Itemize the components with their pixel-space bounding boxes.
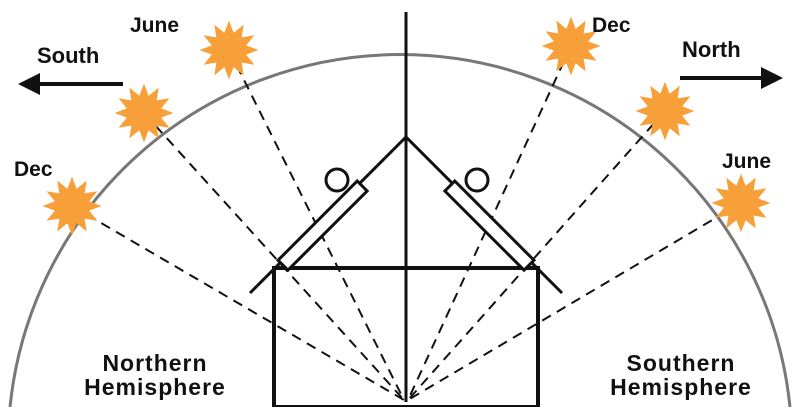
southern-hemisphere-line1: Southern [627, 350, 736, 376]
suns [42, 16, 771, 236]
house-walls [272, 266, 540, 407]
sun-right-dec sun-icon [541, 16, 601, 76]
right-june-label: June [722, 150, 771, 173]
ray-right-june [407, 202, 742, 401]
north-label: North [682, 37, 741, 62]
arrow-left-icon [18, 73, 123, 95]
right-solar-collector [442, 178, 537, 273]
right-collector-tank [464, 167, 490, 193]
sun-left-june sun-icon [199, 20, 259, 80]
ray-right-equinox [407, 110, 666, 401]
southern-hemisphere-line2: Hemisphere [610, 374, 752, 400]
sky-arc [8, 53, 792, 407]
ray-left-equinox [143, 112, 405, 401]
sun-left-equinox sun-icon [114, 83, 174, 143]
solar-collector-icon [442, 167, 537, 273]
sun-right-june sun-icon [711, 173, 771, 233]
left-dec-label: Dec [14, 158, 53, 181]
arrow-right-icon [680, 67, 783, 89]
sun-right-equinox sun-icon [635, 81, 695, 141]
south-label: South [37, 43, 99, 68]
ray-left-dec [71, 205, 405, 401]
left-solar-collector [275, 178, 370, 273]
sun-left-dec sun-icon [42, 176, 102, 236]
northern-hemisphere-line1: Northern [102, 350, 207, 376]
right-dec-label: Dec [592, 14, 631, 37]
left-collector-tank [324, 167, 350, 193]
solar-collector-icon [275, 167, 370, 273]
northern-hemisphere-line2: Hemisphere [84, 374, 226, 400]
left-june-label: June [130, 14, 179, 37]
